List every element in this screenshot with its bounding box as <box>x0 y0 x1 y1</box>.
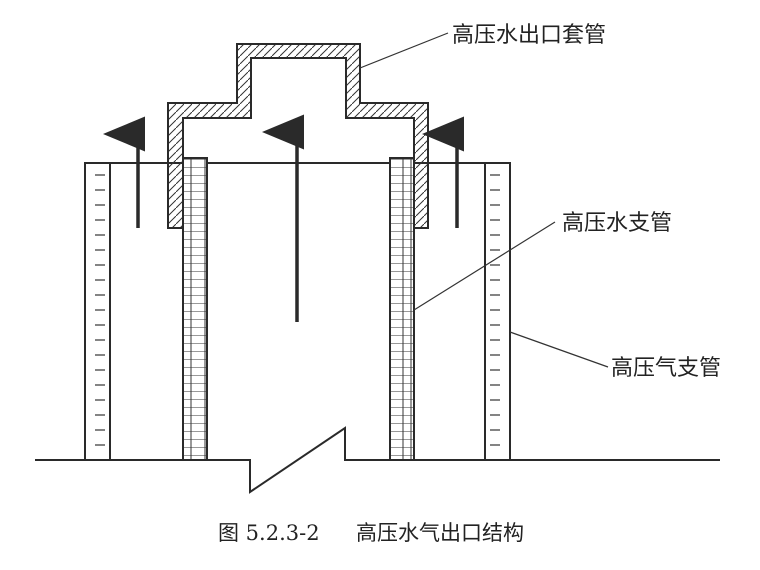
outlet-sleeve-wall <box>167 43 429 229</box>
leader-outlet-sleeve <box>359 32 449 69</box>
label-outlet-sleeve: 高压水出口套管 <box>452 23 606 48</box>
figure-caption-title: 高压水气出口结构 <box>356 521 524 545</box>
water-branch-pipe-left <box>182 157 208 461</box>
label-gas-branch: 高压气支管 <box>611 356 721 381</box>
gas-branch-pipe-left <box>84 162 111 461</box>
figure-caption-number: 图 5.2.3-2 <box>218 521 320 545</box>
label-water-branch: 高压水支管 <box>562 211 672 236</box>
water-branch-pipe-right <box>389 157 415 461</box>
ground-line <box>35 426 720 494</box>
leader-gas-branch <box>509 331 609 368</box>
gas-branch-pipe-right <box>484 162 511 461</box>
leader-water-branch <box>413 221 556 311</box>
